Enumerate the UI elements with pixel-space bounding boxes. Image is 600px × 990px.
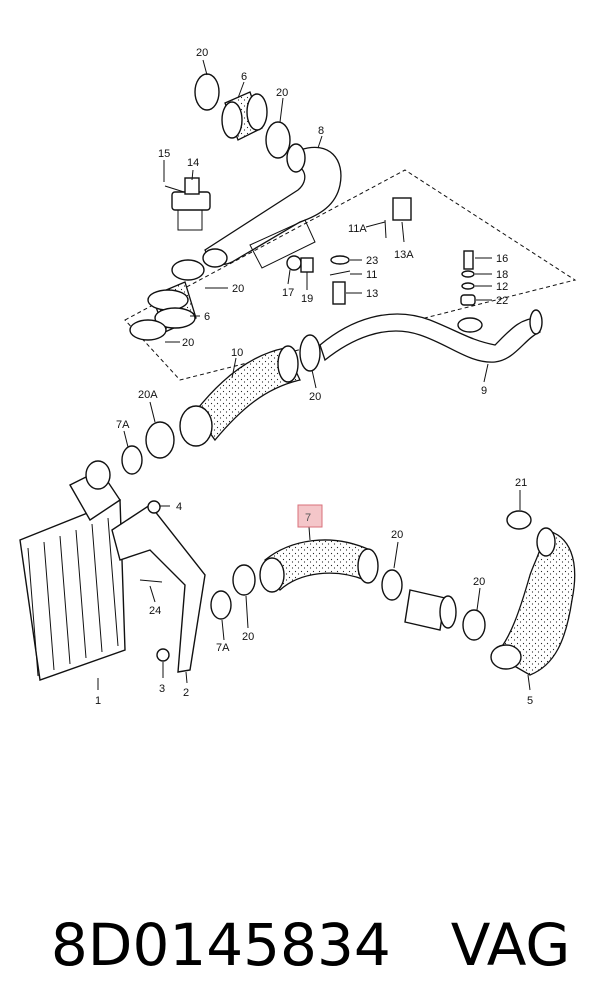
sensor-13 (332, 281, 346, 305)
callout-17: 17 (282, 287, 294, 299)
hose-6-top-ring-b (246, 93, 268, 131)
callout-8: 8 (318, 125, 324, 137)
clamp-20-right-a (381, 569, 403, 601)
vendor-name: VAG (450, 911, 571, 979)
part-number-footer: 8D0145834 VAG (14, 810, 594, 979)
callout-20: 20 (182, 337, 194, 349)
bolt-15 (164, 185, 185, 193)
callout-20: 20 (232, 283, 244, 295)
clamp-top-2 (265, 121, 291, 159)
pipe-9 (319, 313, 541, 363)
valve-14-bracket (177, 209, 203, 231)
callout-10: 10 (231, 347, 243, 359)
callout-6: 6 (204, 311, 210, 323)
grommet-22 (460, 294, 476, 306)
clamp-lower-2 (129, 319, 167, 341)
callout-23: 23 (366, 255, 378, 267)
pipe-9-mount (457, 317, 483, 333)
clamp-20-left (232, 564, 256, 596)
callout-14: 14 (187, 157, 199, 169)
callout-7a: 7A (216, 642, 230, 654)
callout-1: 1 (95, 695, 101, 707)
callout-11: 11 (366, 269, 377, 281)
mount-4 (147, 500, 161, 514)
clamp-20-right-b (462, 609, 486, 641)
callout-2: 2 (183, 687, 189, 699)
hose-7-left-end (259, 557, 285, 593)
hose-6-top-ring-a (221, 101, 243, 139)
callout-19: 19 (301, 293, 313, 305)
oring-7a-top (121, 445, 143, 475)
washer-12 (461, 282, 475, 290)
callout-15: 15 (158, 148, 170, 160)
callout-20: 20 (196, 47, 208, 59)
hose-10 (194, 347, 301, 442)
hose-5 (493, 529, 576, 676)
callout-20: 20 (242, 631, 254, 643)
hose-7-right-end (357, 548, 379, 584)
callout-24: 24 (149, 605, 161, 617)
hose-5-bottom-end (490, 644, 522, 670)
intercooler-port (85, 460, 111, 490)
callout-13a: 13A (394, 249, 414, 261)
oring-7a-lower (210, 590, 232, 620)
bracket-2 (111, 504, 206, 673)
seal-23 (330, 255, 350, 265)
coupling-sleeve (404, 589, 446, 631)
callout-12: 12 (496, 281, 508, 293)
callout-7: 7 (305, 512, 311, 524)
pipe-8 (204, 146, 342, 265)
pipe-9-end (529, 309, 543, 335)
callout-9: 9 (481, 385, 487, 397)
bolt-11a (384, 219, 387, 239)
callout-6: 6 (241, 71, 247, 83)
callout-22: 22 (496, 295, 508, 307)
callout-20a: 20A (138, 389, 158, 401)
pipe-8-end (286, 143, 306, 173)
clamp-20a (145, 421, 175, 459)
hose-10-end (179, 405, 213, 447)
part-number: 8D0145834 (50, 911, 391, 979)
clamp-top-1 (194, 73, 220, 111)
callout-11a: 11A (348, 223, 367, 235)
mount-3 (156, 648, 170, 662)
callout-labels: 20 6 20 8 15 14 11A 13A 16 18 12 22 23 1… (95, 47, 533, 707)
callout-13: 13 (366, 288, 378, 300)
callout-21: 21 (515, 477, 527, 489)
callout-7a: 7A (116, 419, 130, 431)
clamp-20-mid (299, 334, 321, 372)
hose-5-top-end (536, 527, 556, 557)
leader-lines (97, 59, 531, 691)
highlight-box-7 (297, 504, 323, 528)
callout-18: 18 (496, 269, 508, 281)
bolt-24 (139, 579, 163, 583)
clamp-21 (506, 510, 532, 530)
callout-20: 20 (391, 529, 403, 541)
callout-16: 16 (496, 253, 508, 265)
pipe-bracket (249, 219, 316, 269)
hose-10-ring (277, 345, 299, 383)
clip-11 (329, 270, 351, 276)
clamp-lower-1 (171, 259, 205, 281)
callout-20: 20 (309, 391, 321, 403)
coupling-end (439, 595, 457, 629)
callout-20: 20 (276, 87, 288, 99)
hose-6-lower-ring-b (154, 307, 196, 329)
callout-20: 20 (473, 576, 485, 588)
pipe-8-lower-end (202, 248, 228, 268)
bolt-16 (463, 250, 474, 270)
nut-19 (300, 257, 314, 273)
washer-18 (461, 270, 475, 278)
sensor-13a (392, 197, 412, 221)
hose-6-lower-ring-a (147, 289, 189, 311)
valve-14-top (184, 177, 200, 195)
callout-4: 4 (176, 501, 182, 513)
parts-exploded-diagram: 20 6 20 8 15 14 11A 13A 16 18 12 22 23 1… (19, 47, 577, 707)
callout-3: 3 (159, 683, 165, 695)
callout-5: 5 (527, 695, 533, 707)
washer-17 (286, 255, 302, 271)
upper-group-outline (124, 169, 577, 381)
